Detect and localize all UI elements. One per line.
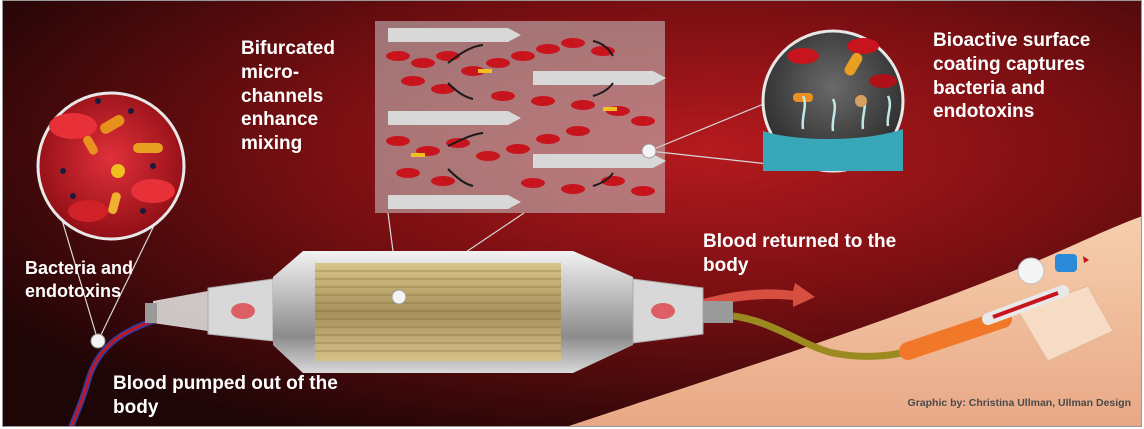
microchannel-inset xyxy=(375,21,666,213)
label-bifurcated-microchannels: Bifurcated micro- channels enhance mixin… xyxy=(241,37,371,156)
zoom-point-cartridge xyxy=(392,290,406,304)
zoom-point-channel xyxy=(642,144,656,158)
label-blood-returned: Blood returned to the body xyxy=(703,230,923,278)
label-blood-pumped: Blood pumped out of the body xyxy=(113,372,343,420)
graphic-credit: Graphic by: Christina Ullman, Ullman Des… xyxy=(908,397,1131,409)
label-bacteria-endotoxins: Bacteria and endotoxins xyxy=(25,257,195,302)
luer-cap xyxy=(1018,258,1044,284)
blue-cap xyxy=(1055,254,1077,272)
zoom-point-line xyxy=(91,334,105,348)
coating-inset xyxy=(763,31,903,171)
label-bioactive-coating: Bioactive surface coating captures bacte… xyxy=(933,29,1133,124)
